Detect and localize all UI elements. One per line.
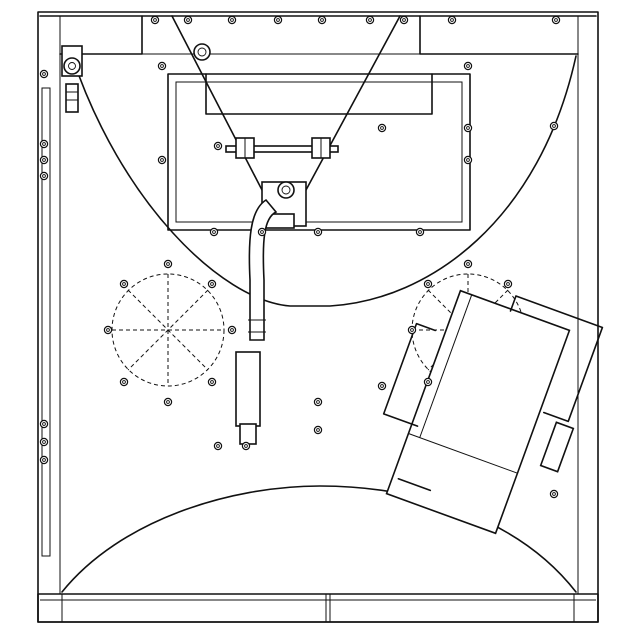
bolt xyxy=(228,16,235,23)
bracket-icon xyxy=(541,422,574,471)
bolt xyxy=(104,326,111,333)
bolt xyxy=(314,228,321,235)
bolt xyxy=(424,378,431,385)
bolt xyxy=(40,420,47,427)
bolt xyxy=(504,280,511,287)
bolt xyxy=(408,326,415,333)
bolt xyxy=(550,122,557,129)
bolt xyxy=(400,16,407,23)
control-box xyxy=(358,267,602,543)
bolt xyxy=(40,438,47,445)
bolt xyxy=(242,442,249,449)
bolt xyxy=(208,378,215,385)
bolt xyxy=(40,172,47,179)
bolt xyxy=(314,398,321,405)
bolt xyxy=(424,280,431,287)
bolt xyxy=(464,124,471,131)
bolt xyxy=(158,156,165,163)
bolt xyxy=(550,490,557,497)
bolt xyxy=(448,16,455,23)
bolt xyxy=(158,62,165,69)
bracket-bar xyxy=(226,138,338,158)
bolt xyxy=(258,228,265,235)
bolt xyxy=(552,16,559,23)
bolt xyxy=(214,442,221,449)
bolt xyxy=(464,260,471,267)
bolt xyxy=(120,378,127,385)
bolt xyxy=(151,16,158,23)
bolt xyxy=(210,228,217,235)
bolt xyxy=(274,16,281,23)
blower-outline-left xyxy=(112,274,224,386)
upper-plenum-curve xyxy=(72,56,576,306)
bolt xyxy=(378,124,385,131)
bolt xyxy=(164,260,171,267)
base-rail xyxy=(38,594,598,622)
bolt xyxy=(40,70,47,77)
bolt xyxy=(164,398,171,405)
bolt xyxy=(314,426,321,433)
bolt xyxy=(416,228,423,235)
bolt xyxy=(40,156,47,163)
bolt xyxy=(208,280,215,287)
bolt xyxy=(120,280,127,287)
bolt xyxy=(40,456,47,463)
bolt xyxy=(318,16,325,23)
pipe-fitting-icon xyxy=(62,46,82,112)
bolt xyxy=(366,16,373,23)
bolt xyxy=(464,62,471,69)
bolt xyxy=(464,156,471,163)
bolt xyxy=(214,142,221,149)
bolt xyxy=(184,16,191,23)
bolt xyxy=(228,326,235,333)
bolt xyxy=(378,382,385,389)
bolt xyxy=(40,140,47,147)
valve-icon xyxy=(194,44,210,60)
